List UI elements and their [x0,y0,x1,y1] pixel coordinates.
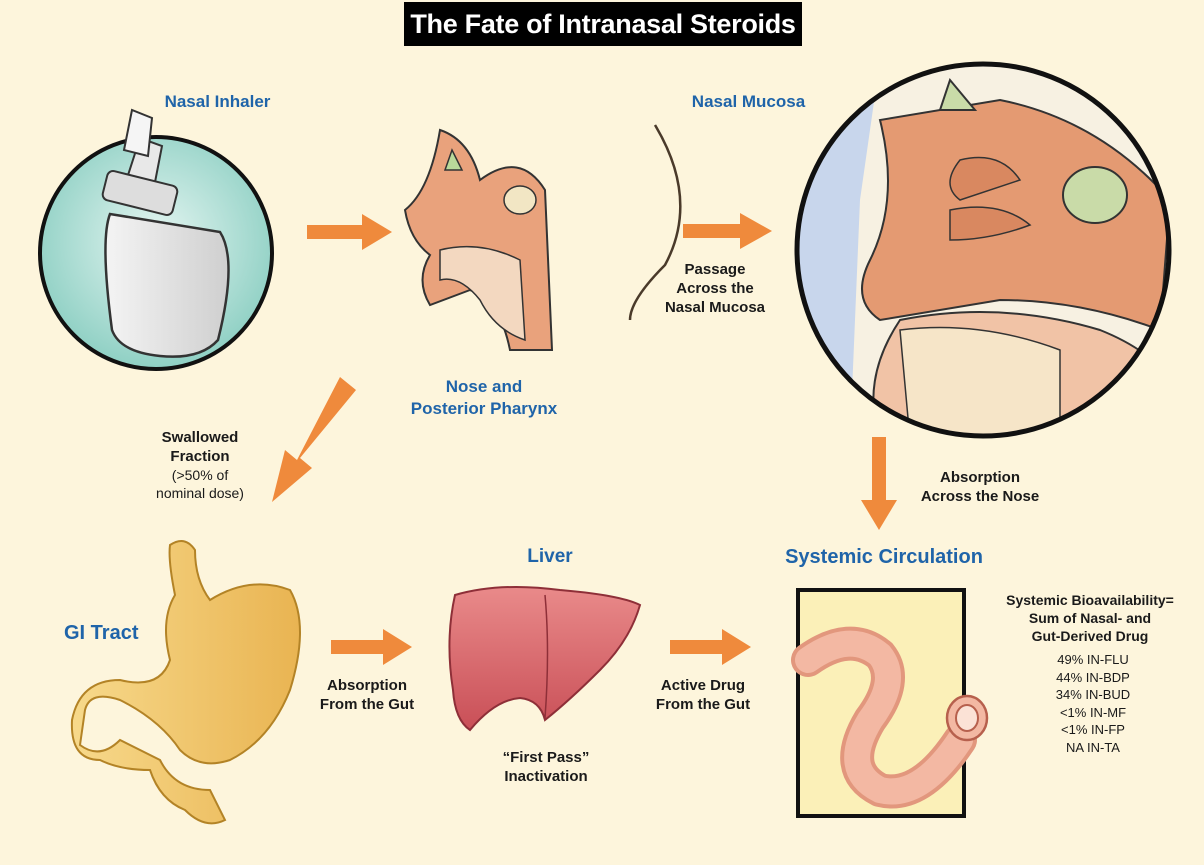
arrow-swallowed-to-gi [272,377,356,502]
nose-pharynx-label: Nose and Posterior Pharynx [384,376,584,420]
gut-absorption-line2: From the Gut [302,695,432,714]
absorption-nose-line1: Absorption [910,468,1050,487]
gut-absorption-label: Absorption From the Gut [302,676,432,714]
arrow-liver-to-circulation [670,629,751,665]
liver-illustration [449,587,640,730]
passage-line3: Nasal Mucosa [650,298,780,317]
absorption-nose-line2: Across the Nose [910,487,1050,506]
swallowed-line2: Fraction [138,447,262,466]
arrow-gi-to-liver [331,629,412,665]
nasal-inhaler-illustration [40,110,272,369]
bioavailability-item: NA IN-TA [991,739,1195,757]
absorption-nose-label: Absorption Across the Nose [910,468,1050,506]
liver-label: Liver [510,546,590,568]
active-drug-line1: Active Drug [638,676,768,695]
first-pass-label: “First Pass” Inactivation [486,748,606,786]
passage-line2: Across the [650,279,780,298]
bioavailability-item: 44% IN-BDP [991,669,1195,687]
systemic-circulation-illustration [798,590,987,816]
swallowed-fraction-label: Swallowed Fraction (>50% of nominal dose… [138,428,262,502]
page-title: The Fate of Intranasal Steroids [404,2,802,46]
nasal-inhaler-label: Nasal Inhaler [150,92,285,112]
nose-pharynx-label-line2: Posterior Pharynx [384,398,584,420]
first-pass-line2: Inactivation [486,767,606,786]
active-drug-label: Active Drug From the Gut [638,676,768,714]
passage-line1: Passage [650,260,780,279]
nasal-mucosa-illustration [790,60,1190,440]
bioavailability-item: 49% IN-FLU [991,651,1195,669]
gi-tract-label: GI Tract [64,622,164,645]
active-drug-line2: From the Gut [638,695,768,714]
passage-mucosa-label: Passage Across the Nasal Mucosa [650,260,780,317]
bioavailability-heading-line1: Systemic Bioavailability= [985,591,1195,609]
bioavailability-item: 34% IN-BUD [991,686,1195,704]
gi-tract-illustration [72,541,300,823]
first-pass-line1: “First Pass” [486,748,606,767]
swallowed-line4: nominal dose) [138,484,262,502]
bioavailability-heading-line3: Gut-Derived Drug [985,627,1195,645]
gut-absorption-line1: Absorption [302,676,432,695]
bioavailability-item: <1% IN-FP [991,721,1195,739]
nose-pharynx-illustration [405,130,552,350]
nasal-mucosa-label: Nasal Mucosa [676,92,821,112]
systemic-circulation-label: Systemic Circulation [760,546,1008,569]
swallowed-line1: Swallowed [138,428,262,447]
arrow-inhaler-to-nose [307,214,392,250]
nose-pharynx-label-line1: Nose and [384,376,584,398]
arrow-nose-to-mucosa [683,213,772,249]
bioavailability-item: <1% IN-MF [991,704,1195,722]
bioavailability-heading-line2: Sum of Nasal- and [985,609,1195,627]
bioavailability-panel: Systemic Bioavailability= Sum of Nasal- … [985,591,1195,756]
arrow-mucosa-to-circulation [861,437,897,530]
swallowed-line3: (>50% of [138,466,262,484]
